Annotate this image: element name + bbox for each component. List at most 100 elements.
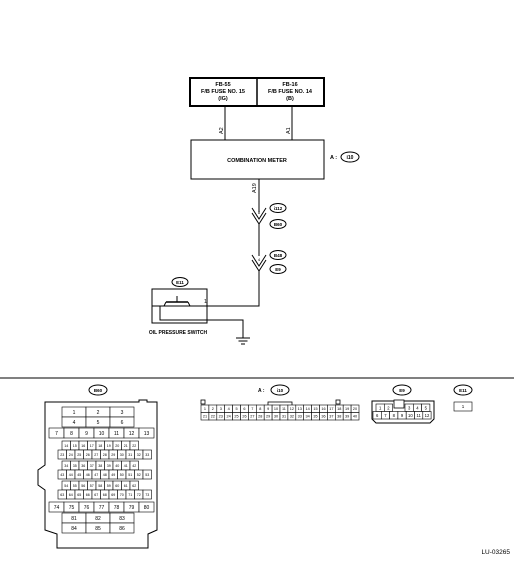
i10-pin-label: 38 [337, 415, 341, 419]
b60-pin: 56 [78, 480, 88, 491]
i10-pin: 24 [224, 412, 233, 421]
e9-pin: 1 [375, 403, 385, 412]
i10-pin: 9 [263, 404, 273, 413]
b60-pin-label: 64 [69, 493, 73, 497]
i10-pin-label: 1 [204, 407, 206, 411]
wire-a1-label: A1 [286, 127, 292, 134]
b60-pin: 38 [95, 460, 105, 471]
b60-pin-label: 77 [99, 505, 105, 511]
b60-pin-label: 47 [94, 473, 98, 477]
i10-pin-label: 31 [282, 415, 286, 419]
b60-pin-label: 61 [124, 484, 128, 488]
b60-pin: 63 [57, 489, 67, 500]
i10-pin-label: 22 [211, 415, 215, 419]
b60-pin: 54 [61, 480, 71, 491]
b60-pin-label: 35 [73, 464, 77, 468]
i10-pin: 7 [248, 404, 257, 413]
b60-pin: 61 [121, 480, 131, 491]
wire-a2-label: A2 [219, 127, 225, 134]
b60-pin: 8 [63, 427, 80, 439]
b60-pin: 5 [85, 416, 111, 428]
b60-pin: 4 [61, 416, 87, 428]
i10-pin: 40 [350, 412, 360, 421]
b60-pin: 16 [78, 440, 88, 451]
b60-pin: 22 [129, 440, 139, 451]
b60-pin-label: 27 [94, 453, 98, 457]
b60-pin: 41 [121, 460, 131, 471]
b60-pin: 73 [142, 489, 152, 500]
i10-pin: 1 [200, 404, 210, 413]
b60-pin: 2 [85, 406, 111, 418]
i10-pin: 12 [287, 404, 297, 413]
b60-pin: 27 [91, 449, 101, 460]
b60-pin-label: 46 [86, 473, 90, 477]
connector-i112-b60-pin: 8 [258, 210, 261, 215]
connector-view-i10-prefix: A : [258, 388, 265, 394]
e11-pin-label: 1 [462, 404, 465, 409]
b60-pin-label: 66 [86, 493, 90, 497]
b60-pin: 71 [125, 489, 135, 500]
b60-pin-label: 51 [128, 473, 132, 477]
b60-pin: 64 [66, 489, 76, 500]
meter-ref-badge [340, 151, 360, 163]
b60-pin-label: 3 [121, 410, 124, 416]
b60-pin: 24 [66, 449, 76, 460]
i10-pin-label: 3 [220, 407, 222, 411]
b60-pin: 34 [61, 460, 71, 471]
i10-pin-label: 17 [329, 407, 333, 411]
i10-pin: 34 [303, 412, 312, 421]
i10-pin: 35 [311, 412, 320, 421]
b60-pin-label: 76 [84, 505, 90, 511]
i10-pin: 19 [342, 404, 352, 413]
b60-pin: 18 [95, 440, 105, 451]
i10-pin-label: 26 [242, 415, 246, 419]
b60-pin-label: 31 [128, 453, 132, 457]
e9-pin-label: 7 [384, 413, 387, 418]
i10-pin: 29 [263, 412, 273, 421]
b60-pin-label: 79 [129, 505, 135, 511]
i10-pin-label: 21 [203, 415, 207, 419]
b60-pin-label: 58 [98, 484, 102, 488]
figure-id: LU-03265 [481, 549, 510, 556]
i10-pin: 38 [334, 412, 344, 421]
b60-pin-label: 84 [71, 526, 77, 532]
b60-pin: 3 [109, 406, 135, 418]
b60-pin-label: 43 [60, 473, 64, 477]
b60-pin: 55 [70, 480, 80, 491]
b60-pin-label: 40 [115, 464, 119, 468]
i10-pin: 6 [240, 404, 249, 413]
b60-pin-label: 19 [107, 444, 111, 448]
i10-pin-label: 10 [274, 407, 278, 411]
b60-pin-label: 42 [132, 464, 136, 468]
i10-pin-label: 11 [282, 407, 286, 411]
i10-pin: 14 [303, 404, 312, 413]
fuse-fb16: FB-16 F/B FUSE NO. 14 (B) [268, 82, 313, 102]
b60-pin-label: 60 [115, 484, 119, 488]
b60-pin: 70 [117, 489, 127, 500]
i10-pin: 3 [216, 404, 226, 413]
b60-pin-label: 45 [77, 473, 81, 477]
e9-pin: 11 [414, 411, 424, 420]
i10-pin-label: 27 [250, 415, 254, 419]
b60-pin-label: 53 [145, 473, 149, 477]
b60-pin-label: 54 [64, 484, 68, 488]
b60-pin: 79 [123, 501, 140, 513]
b60-pin-label: 1 [73, 410, 76, 416]
e9-pin: 7 [380, 411, 390, 420]
b60-pin-label: 20 [115, 444, 119, 448]
i10-pin: 30 [271, 412, 281, 421]
b60-pin: 39 [104, 460, 114, 471]
fuse-block: FB-55 F/B FUSE NO. 15 (IG) FB-16 F/B FUS… [189, 77, 325, 107]
b60-pin-label: 14 [64, 444, 68, 448]
e9-pin-label: 3 [408, 405, 411, 410]
connector-i112-b60: 8 i112 B60 [251, 203, 287, 229]
oil-pressure-switch-label: OIL PRESSURE SWITCH [149, 330, 208, 336]
b60-pin-label: 80 [144, 505, 150, 511]
i10-pin-label: 18 [337, 407, 341, 411]
i10-pin: 22 [208, 412, 218, 421]
connector-view-e9-code: E9 [399, 388, 405, 393]
i10-pin-label: 8 [259, 407, 261, 411]
b60-pin: 23 [57, 449, 67, 460]
